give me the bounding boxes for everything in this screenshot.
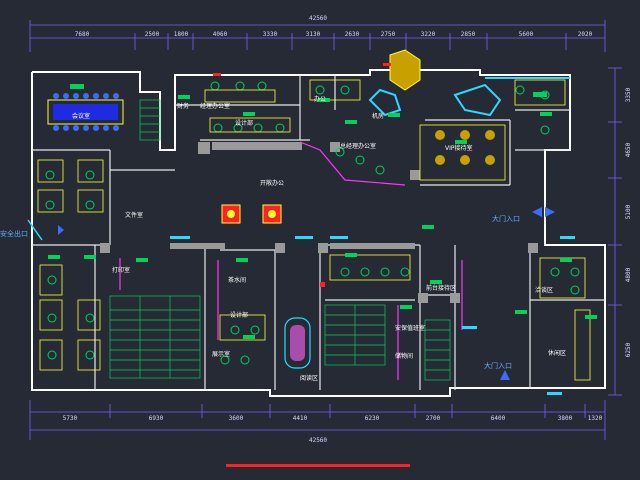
scale-bar [226, 464, 410, 467]
room-label-reading: 阅读区 [300, 374, 318, 382]
room-label-vip: VIP接待室 [445, 144, 473, 152]
room-label-print: 打印室 [112, 266, 130, 274]
bottom-dimension-chain [29, 400, 606, 440]
room-label-open-office: 开敞办公 [260, 179, 284, 187]
exterior-walls [31, 69, 606, 397]
total-width-top: 42560 [309, 15, 327, 22]
room-label-reception: 前台接待区 [426, 284, 456, 292]
entrance-labels: 大门入口 大门入口 安全出口 [0, 214, 520, 370]
top-dimension-chain [29, 20, 606, 52]
window-accents [170, 236, 575, 395]
bottom-dim-label: 6930 [149, 415, 164, 422]
entrance-label-right: 大门入口 [492, 214, 520, 223]
right-dim-label: 5100 [625, 204, 632, 219]
top-dim-label: 7680 [75, 31, 90, 38]
entrance-arrow-bottom [500, 370, 510, 380]
stairs-top-left [139, 99, 161, 141]
room-label-meeting: 会议室 [72, 112, 90, 120]
room-label-presentation: 展示室 [212, 350, 230, 358]
room-label-design: 设计部 [235, 119, 253, 127]
workstations-left [37, 159, 104, 371]
bottom-dim-label: 4410 [293, 415, 308, 422]
room-labels: 会议室 财务 经理办公室 办公 机房 总经理办公室 VIP接待室 开敞办公 文件… [72, 95, 566, 382]
structural-columns [100, 142, 538, 303]
reception-counter [368, 49, 570, 117]
bottom-dim-label: 1320 [588, 415, 603, 422]
exit-label-left: 安全出口 [0, 229, 28, 238]
meeting-table [47, 93, 124, 131]
bottom-dim-label: 6230 [365, 415, 380, 422]
bottom-dim-label: 6400 [491, 415, 506, 422]
vip-tables [435, 130, 495, 165]
markers-red [213, 63, 391, 287]
top-dim-label: 2500 [145, 31, 160, 38]
stairs-left [109, 295, 201, 379]
top-dim-label: 3220 [421, 31, 436, 38]
room-label-security: 安保值班室 [395, 324, 425, 332]
room-label-leisure: 休闲区 [548, 349, 566, 357]
lounge-chairs [221, 204, 282, 224]
room-label-machine: 机房 [372, 112, 384, 120]
stairs-center [324, 304, 451, 381]
top-dim-label: 2630 [345, 31, 360, 38]
right-dim-label: 6250 [625, 342, 632, 357]
total-width-bottom: 42560 [309, 437, 327, 444]
room-label-design2: 设计部 [230, 311, 248, 319]
room-label-storage: 储物间 [395, 352, 413, 360]
room-label-archive: 文件室 [125, 211, 143, 219]
top-dim-label: 1800 [174, 31, 189, 38]
right-dim-label: 4650 [625, 142, 632, 157]
exit-marker-left [27, 219, 64, 241]
top-dim-label: 3130 [306, 31, 321, 38]
room-label-ceo: 总经理办公室 [340, 142, 376, 150]
top-dim-label: 2020 [578, 31, 593, 38]
bottom-dim-label: 2700 [426, 415, 441, 422]
entrance-arrow-right [532, 207, 555, 217]
presentation-table [284, 317, 311, 369]
top-dim-label: 3330 [263, 31, 278, 38]
top-dim-label: 4060 [213, 31, 228, 38]
top-dim-label: 2750 [381, 31, 396, 38]
bottom-dim-label: 3800 [558, 415, 573, 422]
room-tags [48, 84, 597, 339]
top-dim-label: 5600 [519, 31, 534, 38]
room-label-office: 办公 [314, 95, 326, 103]
bottom-dim-label: 5730 [63, 415, 78, 422]
top-dim-labels: 7680 2500 1800 4060 3330 3130 2630 2750 … [75, 31, 593, 38]
room-label-pantry: 茶水间 [228, 276, 246, 284]
chairs-green [45, 81, 580, 365]
room-label-manager: 经理办公室 [200, 102, 230, 110]
top-dim-label: 2850 [461, 31, 476, 38]
right-dim-labels: 3350 4650 5100 4800 6250 [625, 87, 632, 357]
right-dim-label: 4800 [625, 267, 632, 282]
bottom-dim-label: 3600 [229, 415, 244, 422]
right-dimension-chain [608, 67, 622, 396]
interior-walls [32, 75, 605, 390]
entrance-label-bottom: 大门入口 [484, 361, 512, 370]
right-dim-label: 3350 [625, 87, 632, 102]
partition-magenta [119, 141, 463, 380]
room-label-discussion: 洽谈区 [535, 286, 553, 294]
bottom-dim-labels: 5730 6930 3600 4410 6230 2700 6400 3800 … [63, 415, 603, 422]
room-label-finance: 财务 [177, 102, 189, 110]
